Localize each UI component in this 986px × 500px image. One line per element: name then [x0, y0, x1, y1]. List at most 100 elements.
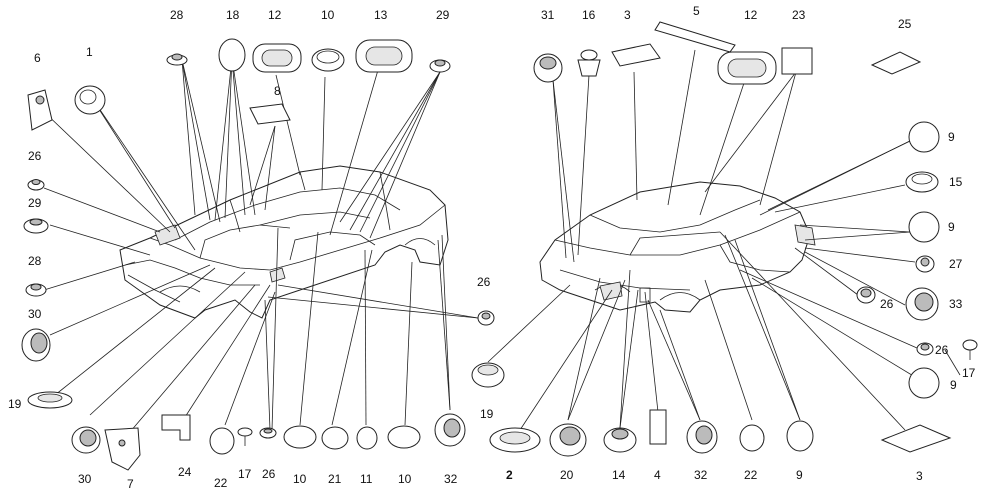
seal-2 — [489, 427, 541, 453]
label-2: 2 — [506, 468, 513, 482]
pad-3-top — [611, 43, 661, 67]
pad-25 — [870, 51, 922, 75]
label-11: 11 — [360, 472, 373, 486]
seal-5 — [654, 21, 736, 53]
label-10: 10 — [398, 472, 412, 486]
plug-18 — [218, 38, 246, 72]
label-9: 9 — [796, 468, 803, 482]
grommet-26-middle — [477, 310, 495, 326]
grommet-19-left — [27, 391, 73, 409]
label-30: 30 — [78, 472, 92, 486]
label-32: 32 — [694, 468, 708, 482]
label-26: 26 — [935, 343, 949, 357]
grommet-32-left — [434, 413, 466, 447]
label-14: 14 — [612, 468, 626, 482]
plug-9-a — [908, 121, 940, 153]
label-27: 27 — [949, 257, 963, 271]
label-28: 28 — [170, 8, 184, 22]
plug-1 — [74, 85, 106, 115]
plug-9-c — [908, 367, 940, 399]
parts-left — [21, 38, 495, 471]
clip-6 — [27, 89, 53, 131]
grommet-32-right — [686, 420, 718, 454]
label-33: 33 — [949, 297, 963, 311]
label-31: 31 — [541, 8, 555, 22]
label-20: 20 — [560, 468, 574, 482]
label-6: 6 — [34, 51, 41, 65]
grommet-31 — [533, 53, 563, 83]
label-1: 1 — [86, 45, 93, 59]
label-9: 9 — [948, 130, 955, 144]
grommet-14 — [603, 427, 637, 453]
plug-22-right — [739, 424, 765, 452]
grommet-13 — [355, 39, 413, 73]
label-12: 12 — [268, 8, 282, 22]
label-13: 13 — [374, 8, 388, 22]
label-26: 26 — [477, 275, 491, 289]
plug-10-top — [311, 48, 345, 72]
grommet-12-left — [252, 43, 302, 73]
label-26: 26 — [262, 467, 276, 481]
pad-3-bottom — [880, 424, 952, 453]
plug-11 — [356, 426, 378, 450]
label-17: 17 — [962, 366, 976, 380]
plug-22-left — [209, 427, 235, 455]
plug-10-bottom-a — [283, 425, 317, 449]
label-29: 29 — [436, 8, 450, 22]
plug-9-d — [786, 420, 814, 452]
grommet-28-left — [25, 283, 47, 297]
grommet-20 — [549, 423, 587, 457]
grommet-12-right — [717, 51, 777, 85]
grommet-29-left — [23, 218, 49, 234]
label-9: 9 — [948, 220, 955, 234]
grommet-30-bottom — [71, 426, 101, 454]
parts-right — [471, 21, 978, 457]
label-30: 30 — [28, 307, 42, 321]
plug-15 — [905, 171, 939, 193]
part-number-labels: 28 18 12 10 13 29 31 16 3 5 12 23 25 6 1… — [8, 4, 976, 491]
grommet-30-left — [21, 328, 51, 362]
grommet-27 — [915, 255, 935, 273]
label-26: 26 — [28, 149, 42, 163]
label-7: 7 — [127, 477, 134, 491]
label-23: 23 — [792, 8, 806, 22]
grommet-26-right-mid — [856, 286, 876, 304]
label-5: 5 — [693, 4, 700, 18]
grommet-26-right-low — [916, 342, 934, 356]
label-9: 9 — [950, 378, 957, 392]
label-28: 28 — [28, 254, 42, 268]
label-3: 3 — [916, 469, 923, 483]
label-22: 22 — [214, 476, 228, 490]
label-24: 24 — [178, 465, 192, 479]
clip-17-left — [237, 427, 253, 446]
label-29: 29 — [28, 196, 42, 210]
grommet-26-bottom-left — [259, 427, 277, 439]
label-10: 10 — [293, 472, 307, 486]
pad-23 — [781, 47, 813, 75]
label-18: 18 — [226, 8, 240, 22]
label-16: 16 — [582, 8, 596, 22]
label-21: 21 — [328, 472, 342, 486]
grommet-33 — [905, 287, 939, 321]
label-3: 3 — [624, 8, 631, 22]
label-32: 32 — [444, 472, 458, 486]
label-19: 19 — [480, 407, 494, 421]
grommet-19-right — [471, 362, 505, 388]
label-12: 12 — [744, 8, 758, 22]
grommet-26-left — [27, 179, 45, 191]
plug-9-b — [908, 211, 940, 243]
label-4: 4 — [654, 468, 661, 482]
clip-17-right — [962, 339, 978, 360]
label-22: 22 — [744, 468, 758, 482]
label-15: 15 — [949, 175, 963, 189]
grommet-29-top — [429, 59, 451, 73]
bracket-7 — [104, 427, 141, 471]
label-19: 19 — [8, 397, 22, 411]
grommet-28-top — [166, 53, 188, 66]
pad-4 — [649, 409, 667, 445]
label-25: 25 — [898, 17, 912, 31]
label-10: 10 — [321, 8, 335, 22]
label-17: 17 — [238, 467, 252, 481]
clip-16 — [577, 49, 601, 77]
